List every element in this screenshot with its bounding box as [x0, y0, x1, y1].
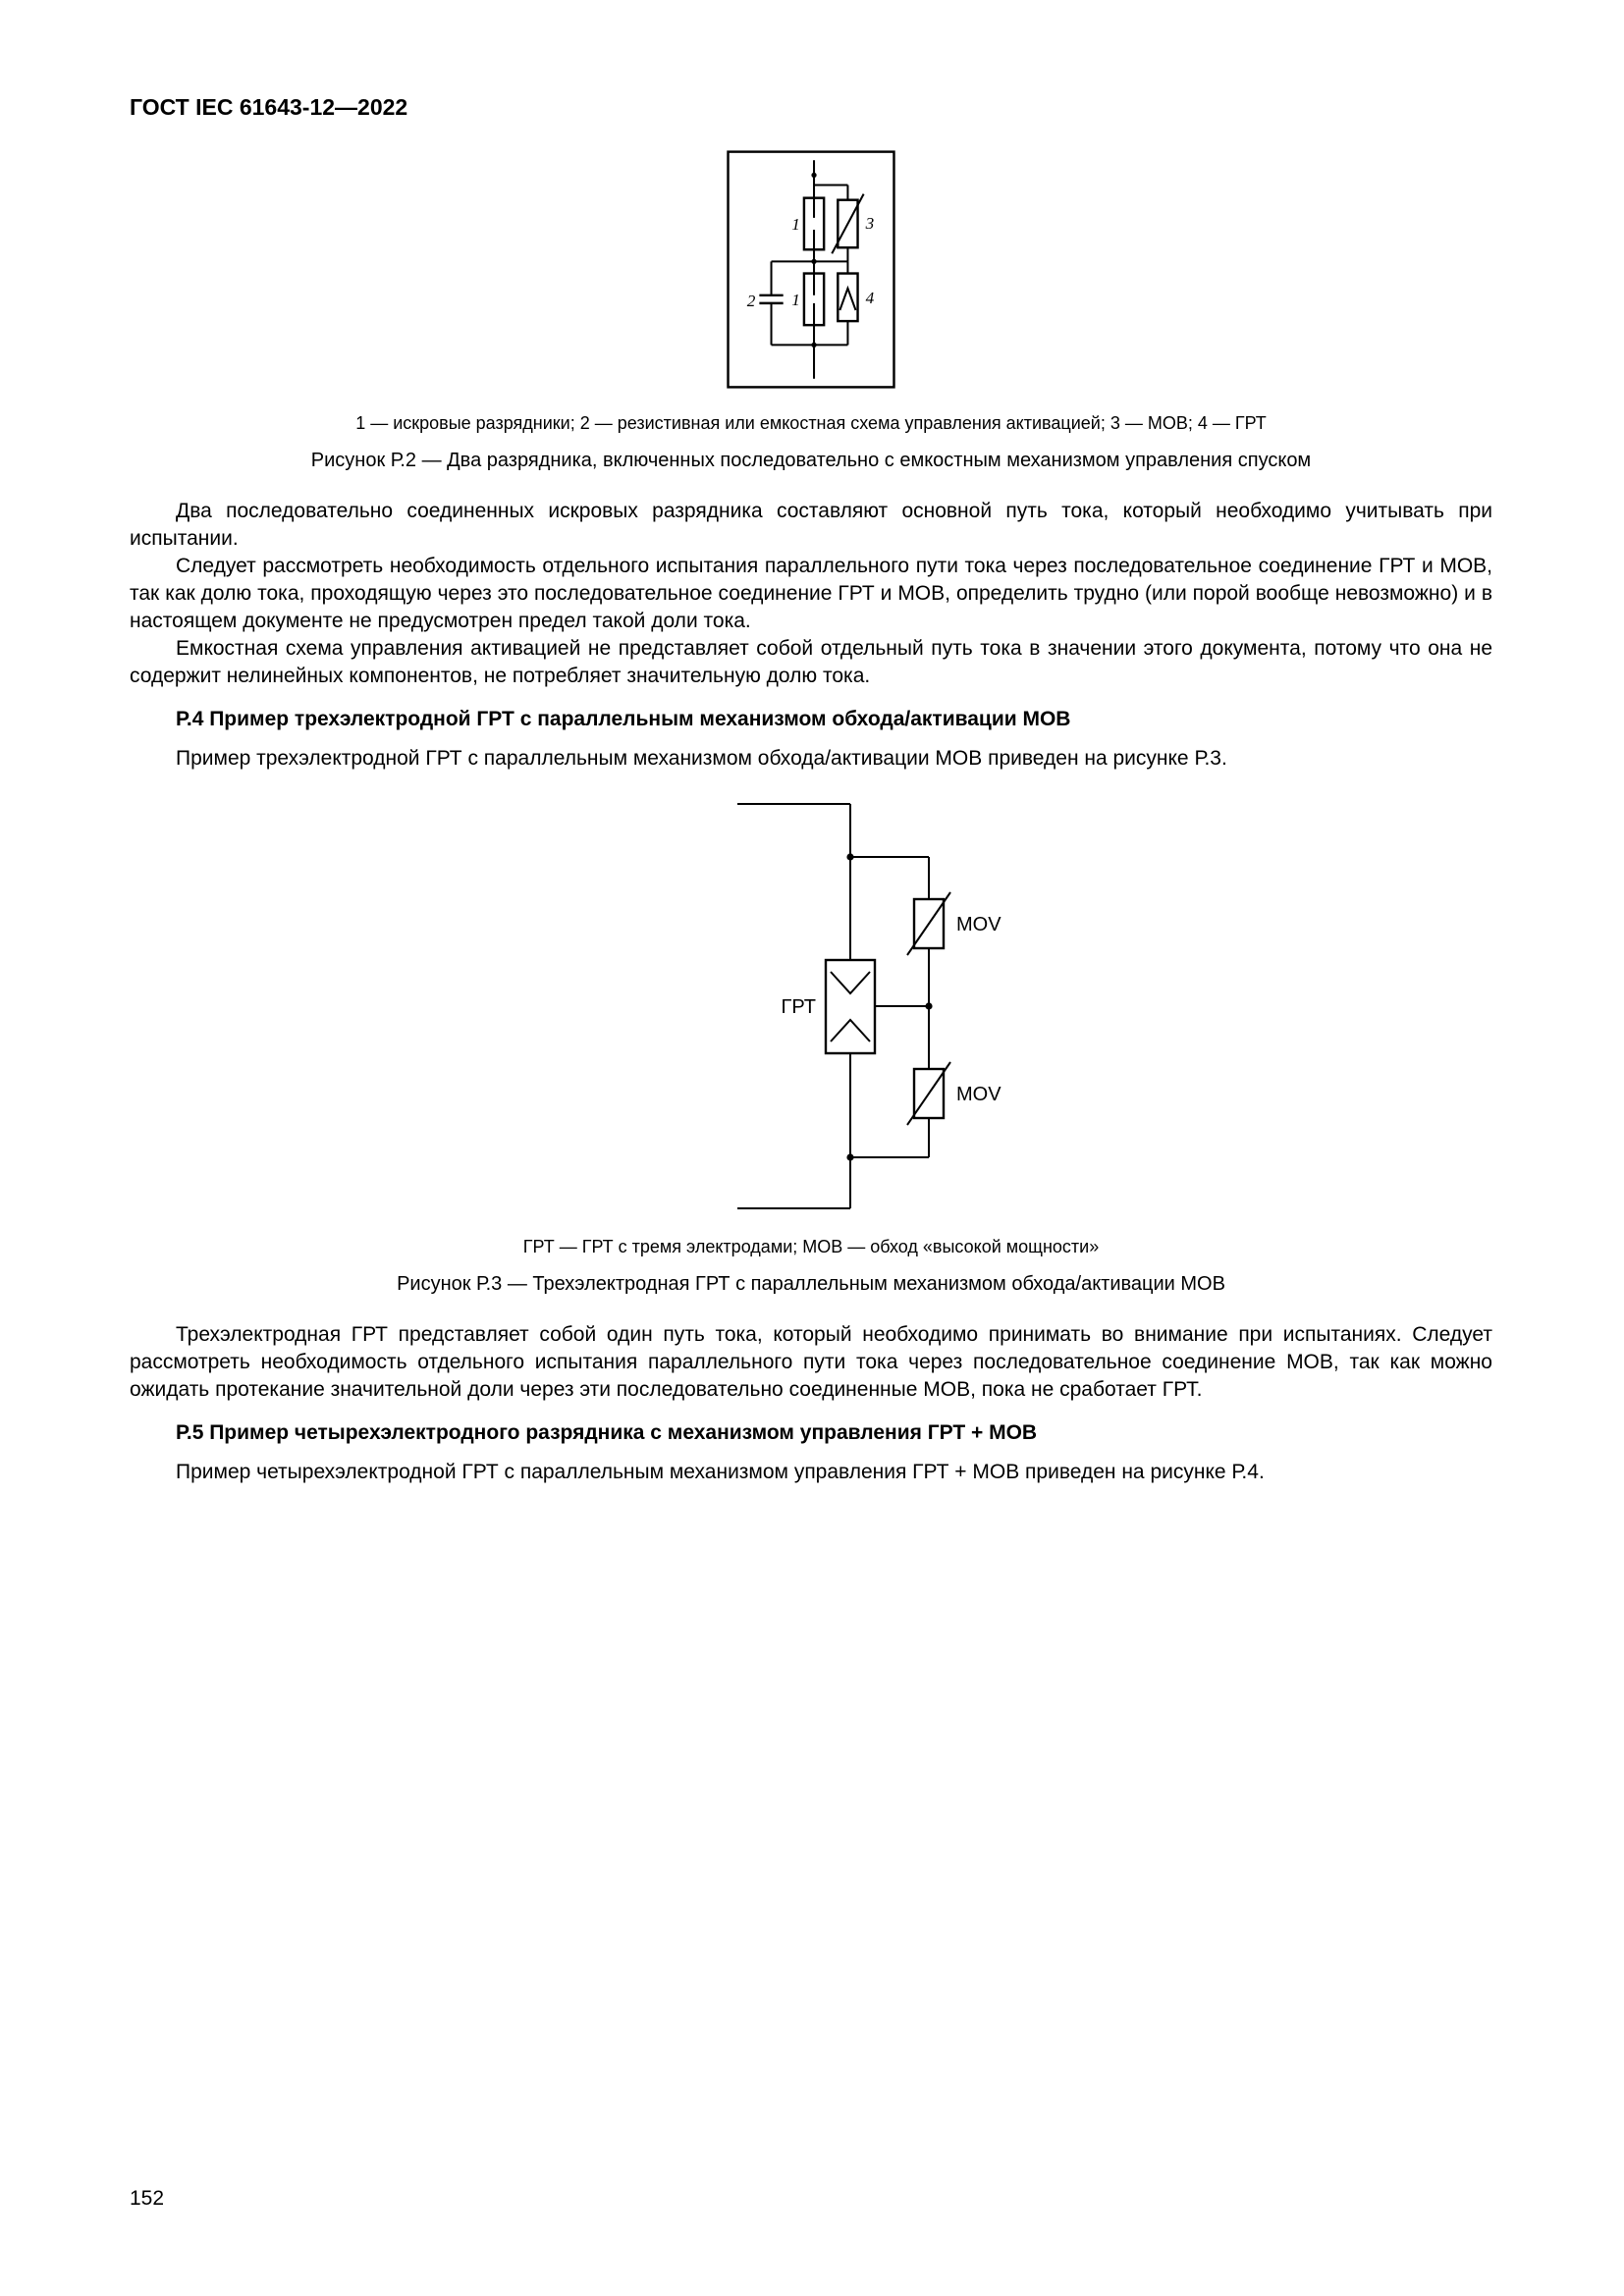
document-header: ГОСТ IEC 61643-12—2022: [130, 94, 408, 120]
figure-p3-caption: Рисунок Р.3 — Трехэлектродная ГРТ с пара…: [397, 1273, 1225, 1295]
paragraph: Следует рассмотреть необходимость отдель…: [130, 555, 1492, 632]
figure-p3: ГРТ MOV MOV: [130, 796, 1492, 1223]
label-spark-gap-bottom: 1: [791, 291, 800, 309]
enclosure-box: [727, 150, 895, 389]
figure-p2-legend: 1 — искровые разрядники; 2 — резистивная…: [355, 413, 1267, 433]
section-heading-p5: Р.5 Пример четырехэлектродного разрядник…: [176, 1421, 1038, 1444]
page-content: ГОСТ IEC 61643-12—2022: [130, 94, 1492, 1486]
gdt-symbol: [837, 272, 859, 323]
section-heading-p4: Р.4 Пример трехэлектродной ГРТ с паралле…: [176, 708, 1071, 730]
node-top: [846, 853, 854, 861]
page-number: 152: [130, 2187, 165, 2210]
paragraph: Пример четырехэлектродной ГРТ с параллел…: [176, 1461, 1265, 1483]
label-spark-gap-top: 1: [791, 215, 800, 234]
text-block-2: Трехэлектродная ГРТ представляет собой о…: [130, 1321, 1492, 1486]
node-middle: [811, 258, 817, 265]
node-middle: [925, 1002, 933, 1010]
figure-p2: 1 3 1 4 2: [130, 150, 1492, 394]
label-gdt: 4: [866, 289, 875, 307]
label-mov: 3: [865, 214, 875, 233]
paragraph: Пример трехэлектродной ГРТ с параллельны…: [176, 747, 1227, 770]
figure-p2-caption: Рисунок Р.2 — Два разрядника, включенных…: [310, 450, 1312, 471]
label-gdt: ГРТ: [782, 996, 817, 1018]
paragraph: Трехэлектродная ГРТ представляет собой о…: [130, 1323, 1492, 1401]
text-block-1: Два последовательно соединенных искровых…: [130, 498, 1492, 773]
label-mov-top: MOV: [956, 914, 1001, 935]
paragraph: Два последовательно соединенных искровых…: [130, 500, 1492, 550]
figure-p3-diagram: ГРТ MOV MOV: [737, 803, 1001, 1209]
figure-p3-legend: ГРТ — ГРТ с тремя электродами; МОВ — обх…: [522, 1237, 1100, 1256]
label-capacitor: 2: [747, 292, 756, 310]
node-bottom: [846, 1153, 854, 1161]
label-mov-bottom: MOV: [956, 1084, 1001, 1105]
node-top: [811, 172, 817, 179]
node-bottom: [811, 342, 817, 348]
paragraph: Емкостная схема управления активацией не…: [130, 637, 1492, 687]
figure-p2-diagram: 1 3 1 4 2: [727, 150, 895, 389]
